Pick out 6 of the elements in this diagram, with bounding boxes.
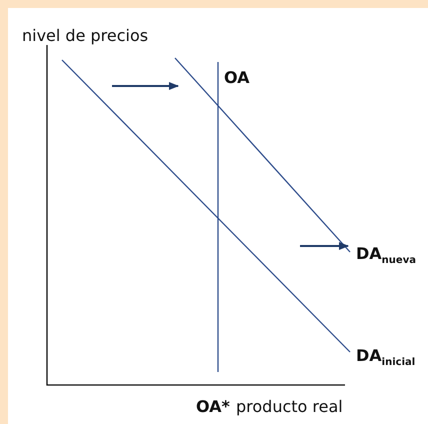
axis-title: producto real <box>236 399 343 415</box>
curve-label: DA$_{nueva}$ <box>356 246 416 266</box>
curve-label: OA <box>224 70 250 86</box>
curve-label: DA$_{inicial}$ <box>356 348 416 368</box>
axis-tick-label: OA* <box>196 399 230 415</box>
axis-title: nivel de precios <box>22 28 148 44</box>
